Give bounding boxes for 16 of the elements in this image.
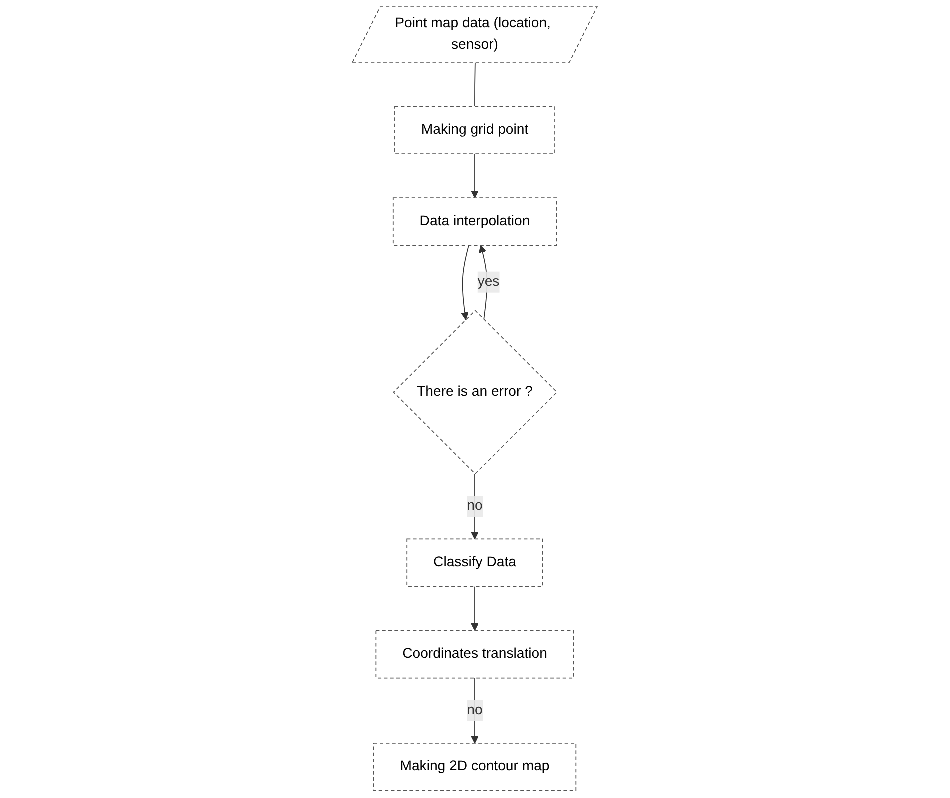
node-box: Coordinates translation (376, 630, 574, 679)
arrow (461, 245, 470, 320)
arrow (471, 154, 479, 198)
connector (474, 62, 476, 107)
arrow (471, 586, 479, 632)
node-box: Making grid point (394, 106, 556, 154)
node-box: Making 2D contour map (373, 742, 577, 792)
arrow (479, 245, 488, 320)
node-box: Classify Data (406, 538, 544, 588)
edge-label: no (467, 702, 483, 718)
arrow (471, 474, 479, 540)
edge-label: no (467, 498, 483, 514)
edge-label: yes (478, 274, 500, 290)
node-box: Data interpolation (392, 198, 558, 246)
arrow (471, 678, 479, 744)
node-diamond: There is an error ? (393, 310, 558, 475)
